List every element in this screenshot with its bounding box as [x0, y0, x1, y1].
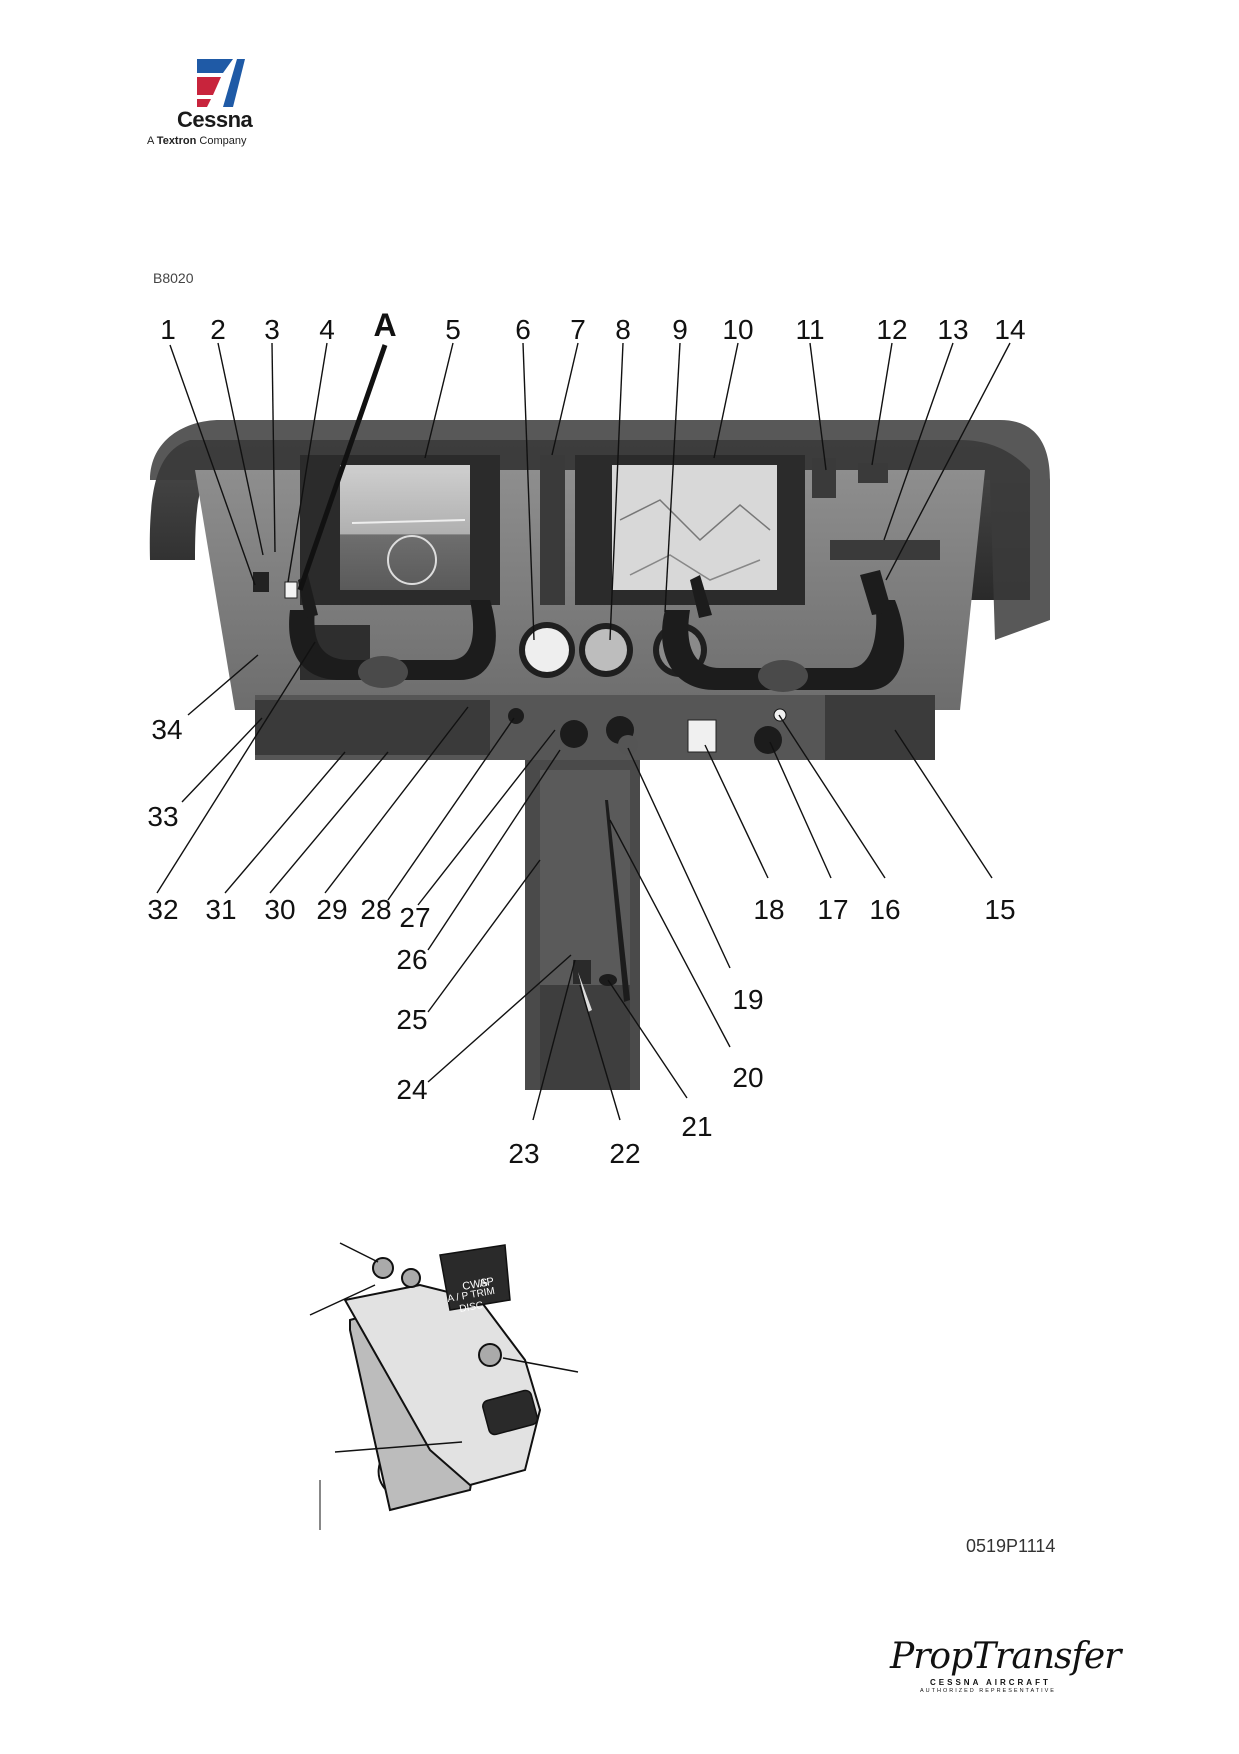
logo-subtitle: A Textron Company	[147, 135, 247, 147]
proptransfer-logo: PropTransfer CESSNA AIRCRAFT AUTHORIZED …	[890, 1636, 1121, 1696]
callout-15: 15	[984, 894, 1016, 925]
cessna-logo: Cessna A Textron Company	[135, 55, 265, 150]
brand-tagline: AUTHORIZED REPRESENTATIVE	[920, 1688, 1056, 1694]
callout-34: 34	[151, 714, 183, 745]
callout-27: 27	[399, 902, 431, 933]
callout-12: 12	[876, 314, 908, 345]
callout-20: 20	[732, 1062, 764, 1093]
callout-5: 5	[445, 314, 461, 345]
callout-2: 2	[210, 314, 226, 345]
callout-6: 6	[515, 314, 531, 345]
logo-name: Cessna	[177, 107, 253, 132]
callout-31: 31	[205, 894, 237, 925]
brand-subtitle: CESSNA AIRCRAFT	[930, 1678, 1051, 1687]
figure-code-top: B8020	[153, 270, 194, 286]
callout-1: 1	[160, 314, 176, 345]
callout-16: 16	[869, 894, 901, 925]
callout-4: 4	[319, 314, 335, 345]
yoke-label-ap: AP	[478, 1276, 495, 1290]
callout-7: 7	[570, 314, 586, 345]
brand-name: PropTransfer	[890, 1636, 1121, 1677]
pfd-screen	[340, 465, 470, 590]
callout-22: 22	[609, 1138, 641, 1169]
yoke-label-cws: CWS	[461, 1277, 488, 1293]
leader-lines	[156, 342, 1011, 1121]
callout-25: 25	[396, 1004, 428, 1035]
mfd-screen	[612, 465, 777, 590]
callout-21: 21	[681, 1111, 713, 1142]
callout-32: 32	[147, 894, 179, 925]
detail-a-control-wheel: CWS AP A / P TRIM DISC	[309, 1242, 579, 1530]
throttle-knob	[560, 720, 588, 748]
callout-26: 26	[396, 944, 428, 975]
callout-30: 30	[264, 894, 296, 925]
callout-14: 14	[994, 314, 1026, 345]
callout-18: 18	[753, 894, 785, 925]
callout-28: 28	[360, 894, 392, 925]
callout-11: 11	[795, 314, 825, 345]
callout-19: 19	[732, 984, 764, 1015]
callout-13: 13	[937, 314, 969, 345]
figure-code-bottom: 0519P1114	[966, 1536, 1056, 1556]
callout-detail-a: A	[373, 307, 397, 343]
left-yoke	[289, 600, 496, 680]
callout-9: 9	[672, 314, 688, 345]
callout-24: 24	[396, 1074, 428, 1105]
yoke-label-disc: DISC	[459, 1300, 484, 1315]
callout-3: 3	[264, 314, 280, 345]
cessna-logo-mark	[197, 59, 245, 107]
callout-10: 10	[722, 314, 754, 345]
audio-panel	[540, 455, 565, 605]
callout-17: 17	[817, 894, 849, 925]
callout-8: 8	[615, 314, 631, 345]
fuel-selector-line	[605, 800, 630, 1002]
callout-33: 33	[147, 801, 179, 832]
callout-29: 29	[316, 894, 348, 925]
callout-23: 23	[508, 1138, 540, 1169]
